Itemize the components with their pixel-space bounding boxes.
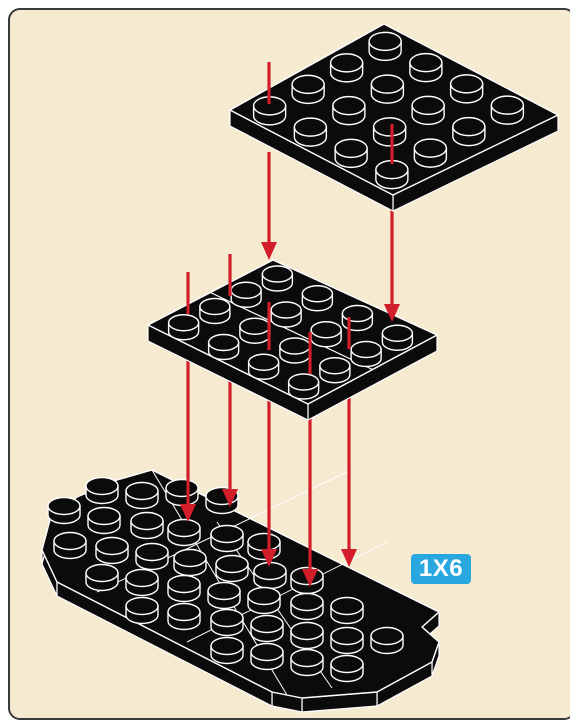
stud xyxy=(211,638,243,664)
stud xyxy=(369,32,401,60)
stud xyxy=(302,286,332,311)
stud xyxy=(126,483,158,509)
stud xyxy=(168,576,200,602)
stud xyxy=(126,570,158,596)
part-count-badge: 1X6 xyxy=(411,554,471,584)
assembly-illustration xyxy=(10,10,570,720)
stud xyxy=(174,550,206,576)
stud xyxy=(249,354,279,379)
stud xyxy=(331,598,363,624)
stud xyxy=(294,118,326,146)
stud xyxy=(291,650,323,676)
stud xyxy=(376,161,408,189)
stud xyxy=(251,644,283,670)
base-plate xyxy=(42,470,439,712)
stud xyxy=(96,538,128,564)
stud xyxy=(453,118,485,146)
stud xyxy=(231,282,261,307)
stud xyxy=(351,342,381,367)
stud xyxy=(292,75,324,103)
down-arrow-icon xyxy=(222,372,238,507)
stud xyxy=(86,478,118,504)
stud xyxy=(491,96,523,124)
stud xyxy=(200,299,230,324)
stud xyxy=(208,583,240,609)
stud xyxy=(262,266,292,291)
stud xyxy=(248,588,280,614)
stud xyxy=(211,610,243,636)
stud xyxy=(254,563,286,589)
stud xyxy=(126,598,158,624)
stud xyxy=(251,616,283,642)
stud xyxy=(131,513,163,539)
down-arrow-icon xyxy=(384,202,400,322)
stud xyxy=(331,656,363,682)
stud xyxy=(382,325,412,350)
stud xyxy=(88,508,120,534)
stud xyxy=(331,628,363,654)
stud xyxy=(291,623,323,649)
top-plate xyxy=(230,24,558,211)
stud xyxy=(48,498,80,524)
stud xyxy=(333,97,365,125)
stud xyxy=(209,335,239,360)
stud xyxy=(136,544,168,570)
stud xyxy=(168,604,200,630)
stud xyxy=(169,315,199,340)
instruction-panel: 1X6 xyxy=(8,8,570,720)
stud xyxy=(54,533,86,559)
stud xyxy=(311,322,341,347)
stud xyxy=(374,118,406,146)
stud xyxy=(331,54,363,82)
stud xyxy=(451,75,483,103)
middle-plate xyxy=(148,260,437,420)
stud xyxy=(291,594,323,620)
stud xyxy=(216,556,248,582)
down-arrow-icon xyxy=(261,152,277,260)
stud xyxy=(414,139,446,167)
stud xyxy=(271,302,301,327)
stud xyxy=(86,565,118,591)
stud xyxy=(410,54,442,82)
stud xyxy=(335,139,367,167)
stud xyxy=(211,526,243,552)
down-arrow-icon xyxy=(341,387,357,567)
stud xyxy=(371,75,403,103)
stud xyxy=(342,306,372,331)
stud xyxy=(166,480,198,506)
stud xyxy=(168,520,200,546)
stud xyxy=(240,318,270,343)
stud xyxy=(280,338,310,363)
stud xyxy=(320,358,350,383)
stud xyxy=(289,374,319,399)
stud xyxy=(371,628,403,654)
stud xyxy=(412,96,444,124)
